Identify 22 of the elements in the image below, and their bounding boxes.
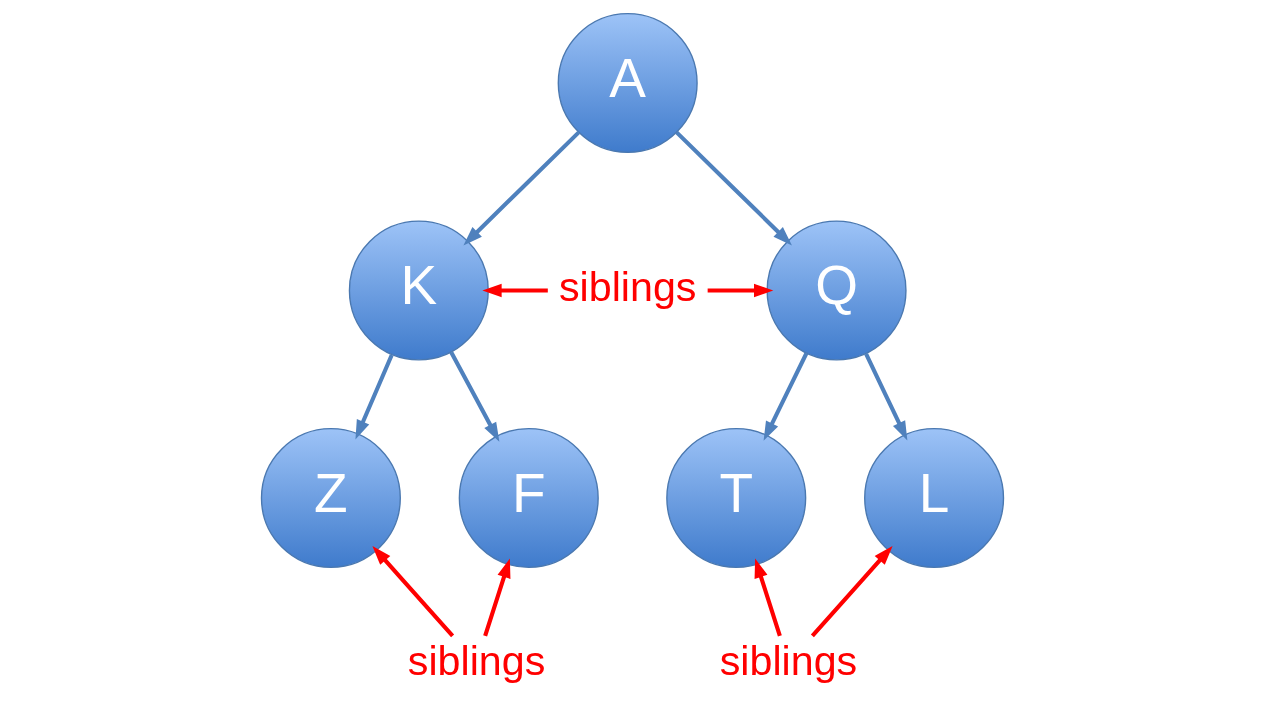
node-circle: L <box>863 427 1004 569</box>
node-circle: T <box>665 427 806 569</box>
arrow <box>482 558 510 637</box>
arrow <box>707 283 773 298</box>
node-circle: F <box>458 427 599 569</box>
arrow <box>674 130 792 246</box>
arrow <box>462 130 580 246</box>
arrow <box>354 354 394 440</box>
node-circle: A <box>557 12 698 154</box>
node-text: siblings <box>719 637 857 684</box>
node-text: siblings <box>558 263 696 310</box>
node-circle: Z <box>260 427 401 569</box>
node-circle: Q <box>765 220 907 361</box>
node-text: siblings <box>407 637 545 684</box>
arrow <box>863 352 907 441</box>
arrow <box>371 546 454 638</box>
node-circle: K <box>348 220 489 361</box>
arrow <box>481 283 548 298</box>
arrow <box>448 351 499 442</box>
arrow <box>763 352 808 441</box>
arrow <box>810 546 893 638</box>
arrow <box>754 558 782 637</box>
